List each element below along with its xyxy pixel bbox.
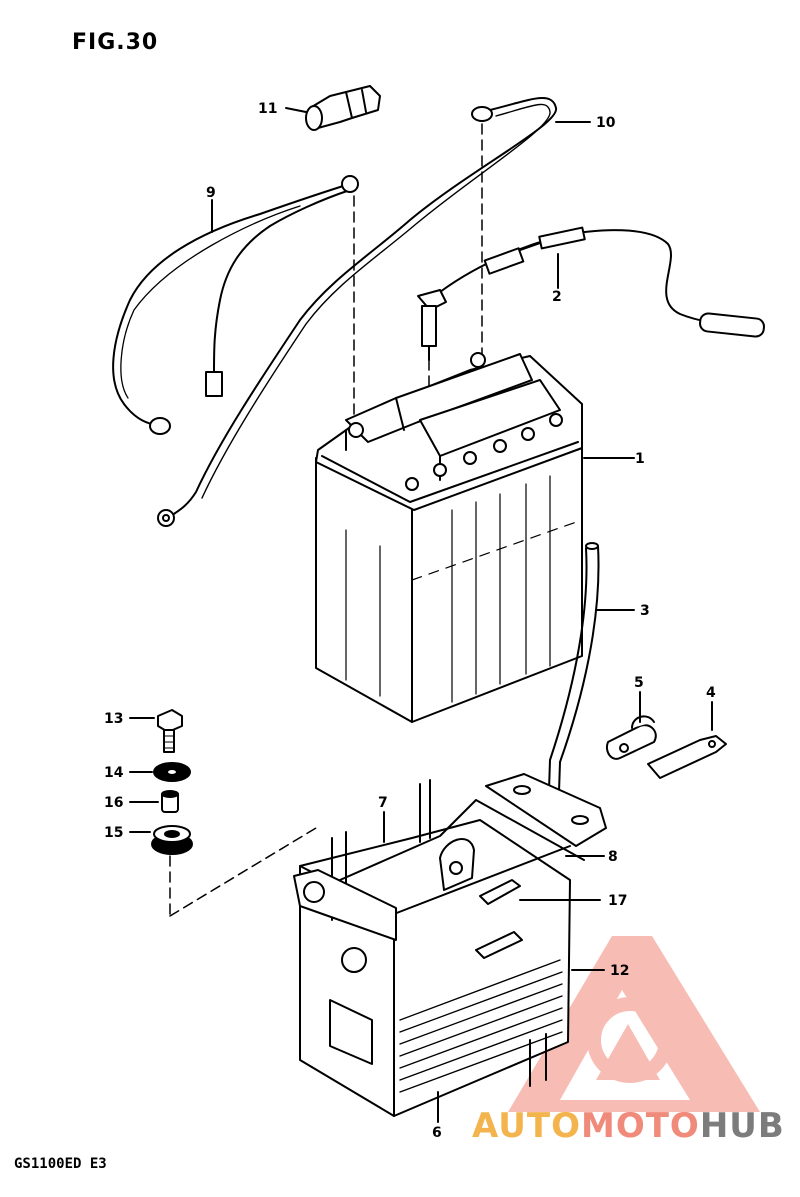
callout-8: 8 — [608, 849, 618, 865]
battery-cell-caps — [405, 413, 563, 491]
callout-14: 14 — [104, 765, 124, 781]
figure-title: FIG.30 — [72, 30, 159, 55]
model-code: GS1100ED E3 — [14, 1156, 107, 1172]
callout-9: 9 — [206, 185, 216, 201]
part-16-collar — [161, 790, 179, 813]
callout-6: 6 — [432, 1125, 442, 1141]
callout-11: 11 — [258, 101, 278, 117]
callout-5: 5 — [634, 675, 644, 691]
callout-13: 13 — [104, 711, 124, 727]
callout-7: 7 — [378, 795, 388, 811]
callout-3: 3 — [640, 603, 650, 619]
part-4-terminal — [647, 735, 727, 779]
part-15-grommet — [151, 825, 193, 855]
callout-15: 15 — [104, 825, 124, 841]
battery-case — [293, 773, 607, 1117]
watermark-moto: MOTO — [580, 1106, 700, 1146]
watermark-text: AUTOMOTOHUB — [472, 1106, 785, 1146]
part-10-cable — [157, 97, 558, 527]
part-2-lead — [417, 226, 765, 361]
callout-17: 17 — [608, 893, 628, 909]
part-5-clamp — [606, 715, 657, 760]
part-14-washer — [153, 762, 191, 782]
watermark-hub: HUB — [699, 1106, 785, 1146]
watermark-logo — [508, 936, 760, 1112]
callout-4: 4 — [706, 685, 716, 701]
part-9-cable — [112, 175, 359, 435]
part-3-tube — [547, 542, 600, 823]
watermark-auto: AUTO — [472, 1106, 581, 1146]
callout-1: 1 — [635, 451, 645, 467]
part-13-bolt — [157, 709, 183, 753]
part-1-battery — [315, 352, 583, 723]
callout-12: 12 — [610, 963, 630, 979]
part-11-cap — [305, 85, 381, 131]
callout-2: 2 — [552, 289, 562, 305]
callout-16: 16 — [104, 795, 124, 811]
callout-10: 10 — [596, 115, 616, 131]
